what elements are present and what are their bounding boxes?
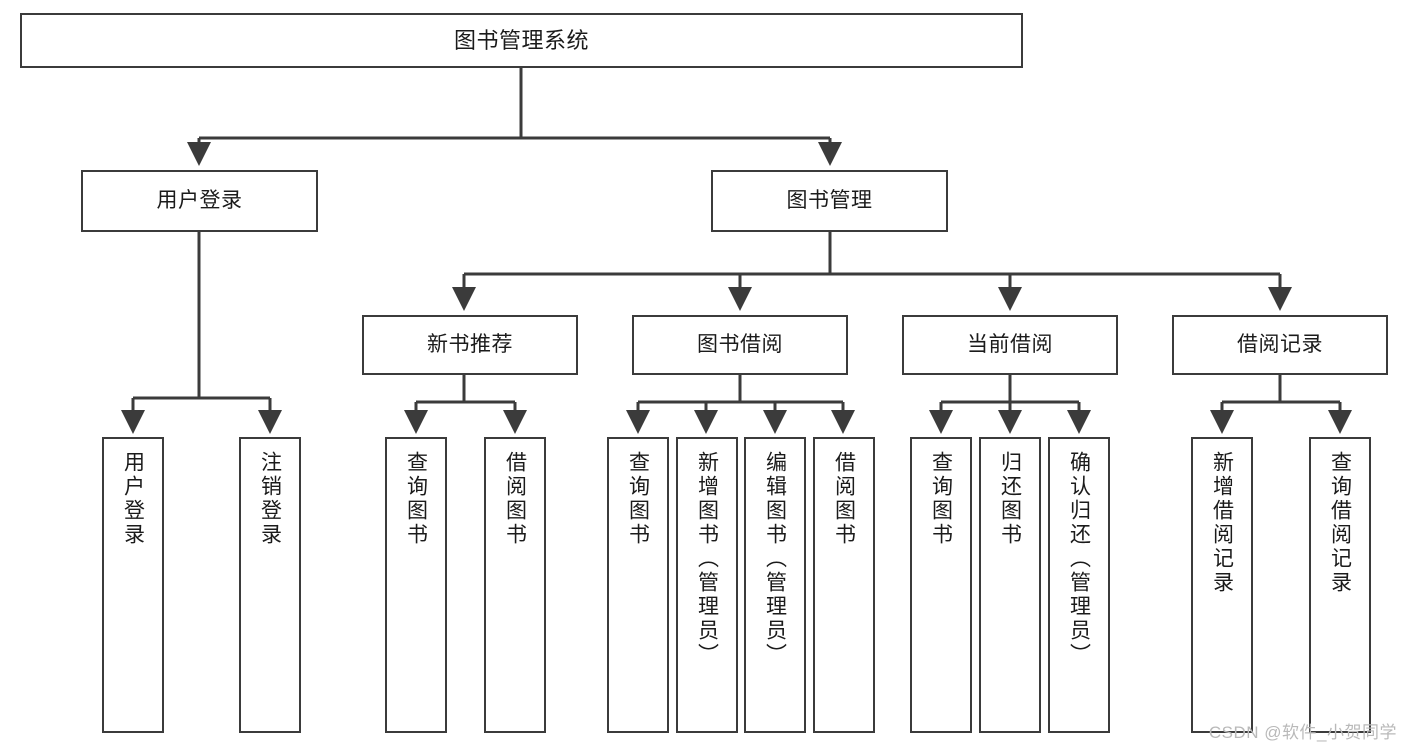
node-book-management[interactable]: 图书管理 — [711, 170, 948, 232]
node-label: 确认归还（管理员） — [1067, 451, 1091, 667]
node-leaf-confirm-return[interactable]: 确认归还（管理员） — [1048, 437, 1110, 733]
node-leaf-query-book-3[interactable]: 查询图书 — [910, 437, 972, 733]
node-leaf-edit-book[interactable]: 编辑图书（管理员） — [744, 437, 806, 733]
node-leaf-borrow-book-2[interactable]: 借阅图书 — [813, 437, 875, 733]
node-leaf-query-record[interactable]: 查询借阅记录 — [1309, 437, 1371, 733]
csdn-watermark: CSDN @软件_小贺同学 — [1208, 723, 1397, 742]
node-label: 查询图书 — [626, 451, 650, 547]
node-label: 新书推荐 — [427, 332, 513, 356]
node-label: 新增图书（管理员） — [695, 451, 719, 667]
node-label: 查询借阅记录 — [1328, 451, 1352, 595]
node-label: 借阅记录 — [1237, 332, 1323, 356]
node-label: 借阅图书 — [832, 451, 856, 547]
node-book-management-system[interactable]: 图书管理系统 — [20, 13, 1023, 68]
node-label: 注销登录 — [258, 451, 282, 547]
node-label: 图书管理系统 — [453, 27, 589, 53]
node-current-borrow[interactable]: 当前借阅 — [902, 315, 1118, 375]
node-new-book-recommend[interactable]: 新书推荐 — [362, 315, 578, 375]
node-label: 用户登录 — [121, 451, 145, 547]
node-label: 编辑图书（管理员） — [763, 451, 787, 667]
node-label: 归还图书 — [998, 451, 1022, 547]
node-label: 借阅图书 — [503, 451, 527, 547]
node-label: 查询图书 — [929, 451, 953, 547]
node-label: 当前借阅 — [967, 332, 1053, 356]
node-leaf-user-login[interactable]: 用户登录 — [102, 437, 164, 733]
node-leaf-add-record[interactable]: 新增借阅记录 — [1191, 437, 1253, 733]
node-book-borrow[interactable]: 图书借阅 — [632, 315, 848, 375]
node-label: 图书借阅 — [697, 332, 783, 356]
node-label: 用户登录 — [156, 188, 243, 212]
node-leaf-add-book[interactable]: 新增图书（管理员） — [676, 437, 738, 733]
node-leaf-query-book-1[interactable]: 查询图书 — [385, 437, 447, 733]
node-user-login[interactable]: 用户登录 — [81, 170, 318, 232]
node-leaf-query-book-2[interactable]: 查询图书 — [607, 437, 669, 733]
node-leaf-borrow-book-1[interactable]: 借阅图书 — [484, 437, 546, 733]
node-label: 图书管理 — [786, 188, 873, 212]
node-borrow-record[interactable]: 借阅记录 — [1172, 315, 1388, 375]
node-label: 查询图书 — [404, 451, 428, 547]
node-label: 新增借阅记录 — [1210, 451, 1234, 595]
node-leaf-logout-login[interactable]: 注销登录 — [239, 437, 301, 733]
node-leaf-return-book[interactable]: 归还图书 — [979, 437, 1041, 733]
